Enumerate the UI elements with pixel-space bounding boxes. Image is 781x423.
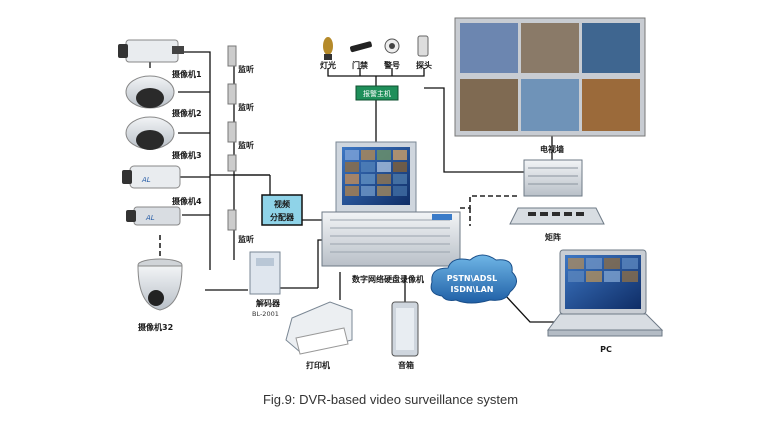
detector-device: 探头 (416, 35, 432, 70)
svg-text:AL: AL (145, 214, 155, 222)
camera-32-label: 摄像机32 (138, 322, 173, 332)
camera-4: AL 摄像机4 (122, 165, 202, 206)
audio-monitor-1: 监听 (227, 45, 254, 74)
speaker-label: 音箱 (398, 360, 414, 370)
camera-5: AL (126, 206, 181, 226)
video-splitter: 视频 分配器 (261, 194, 303, 226)
camera-3: 摄像机3 (125, 116, 202, 160)
audio-monitor-3-label: 监听 (238, 140, 254, 150)
light-device: 灯光 (320, 37, 336, 70)
audio-monitor-4 (227, 154, 237, 172)
printer-label: 打印机 (306, 360, 330, 370)
alarm-host-label: 报警主机 (363, 89, 391, 98)
tv-screens (460, 23, 640, 131)
camera-2: 摄像机2 (125, 75, 202, 118)
speaker: 音箱 (391, 301, 419, 370)
siren-label: 警号 (383, 60, 400, 70)
camera-32-ptz: 摄像机32 (137, 258, 183, 332)
alarm-devices: 灯光 门禁 警号 探头 报警主机 (320, 35, 432, 101)
audio-monitor-5: 监听 (227, 209, 254, 244)
network-line1: PSTN\ADSL (447, 274, 497, 283)
door-access-device: 门禁 (350, 41, 372, 70)
figure-caption: Fig.9: DVR-based video surveillance syst… (262, 392, 519, 407)
dvr-unit: 数字网络硬盘录像机 (321, 141, 461, 284)
tv-wall: 电视墙 (454, 17, 646, 154)
door-access-label: 门禁 (352, 60, 368, 70)
audio-monitor-1-label: 监听 (238, 64, 254, 74)
audio-monitor-2-label: 监听 (238, 102, 254, 112)
decoder-model: BL-2001 (252, 310, 279, 318)
decoder: 解码器 BL-2001 (249, 251, 281, 318)
pc-laptop: PC (547, 249, 664, 354)
matrix-label: 矩阵 (544, 232, 561, 242)
alarm-host: 报警主机 (355, 85, 399, 101)
light-label: 灯光 (320, 60, 336, 70)
svg-text:AL: AL (141, 176, 151, 184)
camera-2-label: 摄像机2 (172, 108, 202, 118)
audio-monitor-2: 监听 (227, 83, 254, 112)
matrix-unit: 矩阵 (509, 159, 605, 242)
camera-4-label: 摄像机4 (172, 196, 202, 206)
audio-monitors: 监听 监听 监听 监听 (227, 45, 254, 244)
camera-3-label: 摄像机3 (172, 150, 202, 160)
camera-1: 摄像机1 (118, 39, 202, 79)
dvr-screen-tiles (345, 150, 407, 196)
pc-label: PC (600, 345, 612, 354)
audio-monitor-5-label: 监听 (238, 234, 254, 244)
splitter-line2: 分配器 (270, 212, 295, 222)
audio-monitor-3: 监听 (227, 121, 254, 150)
detector-label: 探头 (416, 60, 432, 70)
network-cloud: PSTN\ADSL ISDN\LAN (430, 254, 517, 304)
dvr-label: 数字网络硬盘录像机 (352, 274, 424, 284)
dashed-links (159, 195, 520, 256)
camera-1-label: 摄像机1 (172, 69, 202, 79)
printer: 打印机 (285, 301, 353, 370)
splitter-line1: 视频 (274, 199, 290, 209)
siren-device: 警号 (383, 38, 400, 70)
tv-wall-label: 电视墙 (540, 144, 564, 154)
network-line2: ISDN\LAN (451, 285, 494, 294)
decoder-name: 解码器 (256, 298, 281, 308)
